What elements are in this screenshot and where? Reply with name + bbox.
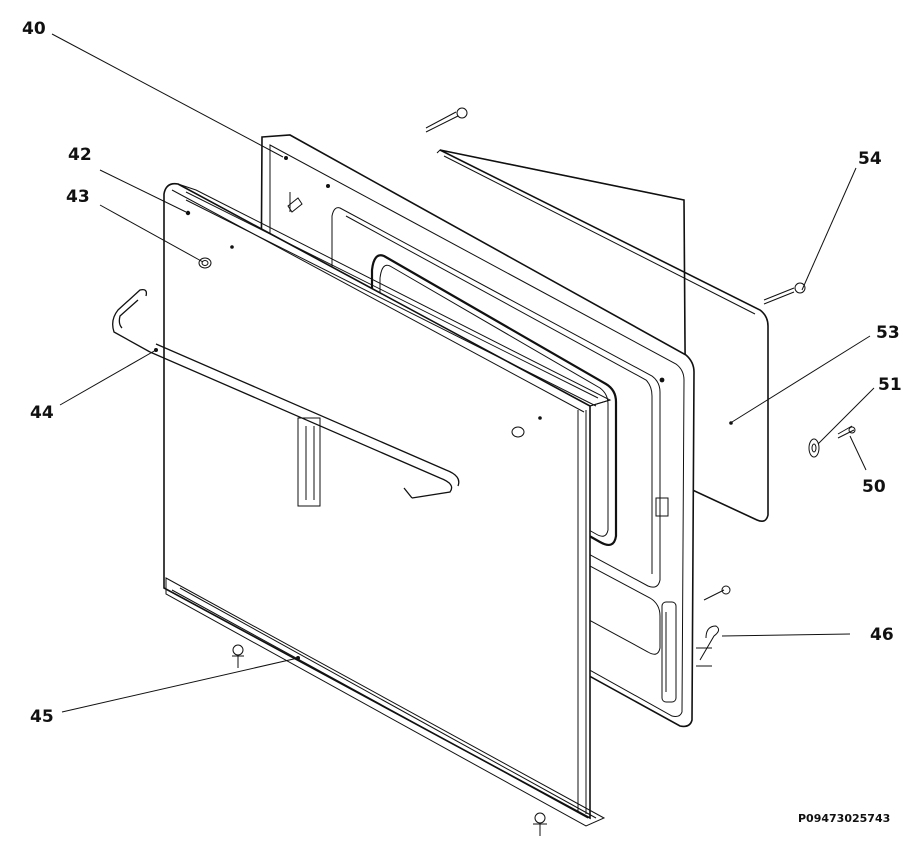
top-trim-rods bbox=[185, 191, 599, 814]
callout-42: 42 bbox=[68, 145, 92, 165]
clip-46 bbox=[696, 625, 720, 667]
screw-54 bbox=[763, 282, 806, 305]
callout-46: 46 bbox=[870, 625, 894, 645]
drawing-code: P09473025743 bbox=[798, 812, 890, 825]
callout-53: 53 bbox=[876, 323, 900, 343]
callout-44: 44 bbox=[30, 403, 54, 423]
screw-50 bbox=[837, 425, 856, 439]
door-handle bbox=[112, 288, 460, 499]
window-gasket bbox=[370, 254, 618, 546]
right-screw bbox=[703, 585, 731, 601]
callout-45: 45 bbox=[30, 707, 54, 727]
door-stop-button bbox=[198, 257, 212, 269]
bottom-trim-strip bbox=[165, 577, 606, 827]
bottom-screw-right bbox=[533, 812, 547, 836]
callout-43: 43 bbox=[66, 187, 90, 207]
callout-labels: 40 42 43 44 45 46 50 51 53 54 P094730257… bbox=[22, 19, 902, 825]
pane-marker-dot bbox=[729, 421, 733, 425]
callout-51: 51 bbox=[878, 375, 902, 395]
leader-lines bbox=[51, 33, 875, 713]
panel-screw-hole bbox=[511, 426, 525, 438]
top-screw bbox=[425, 107, 468, 133]
callout-50: 50 bbox=[862, 477, 886, 497]
callout-40: 40 bbox=[22, 19, 46, 39]
washer-51 bbox=[808, 438, 820, 458]
bottom-screw-left bbox=[232, 644, 244, 668]
callout-54: 54 bbox=[858, 149, 882, 169]
